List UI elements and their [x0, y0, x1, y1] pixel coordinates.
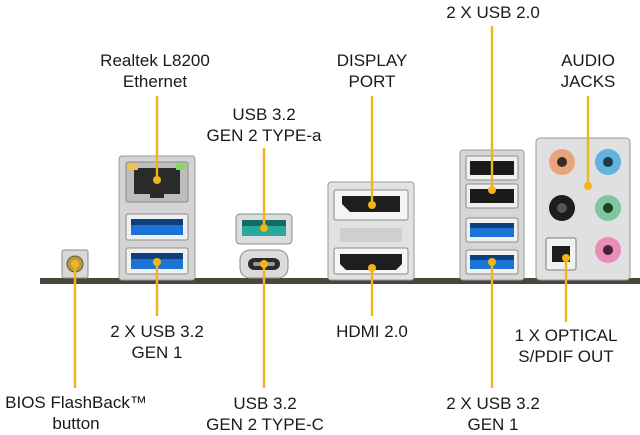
usb-gen1-left-label-line-2: GEN 1 [131, 343, 183, 362]
bios-flashback-label-line-1: BIOS FlashBack™ [5, 393, 147, 412]
displayport-label-line-2: PORT [348, 72, 396, 91]
displayport-leader-dot [368, 201, 376, 209]
ethernet-label-line-1: Realtek L8200 [100, 51, 210, 70]
audio-jacks-label-line-2: JACKS [560, 72, 616, 91]
bios-flashback-label-line-2: button [52, 414, 100, 433]
displayport-label: DISPLAY PORT [316, 50, 428, 92]
usb-gen2-typea-leader-dot [260, 224, 268, 232]
audio-jacks-illustration [535, 137, 631, 281]
usb-right-stack-illustration [459, 149, 525, 281]
usb-gen1-left-label: 2 X USB 3.2 GEN 1 [92, 321, 222, 363]
usb-gen1-right-label: 2 X USB 3.2 GEN 1 [428, 393, 558, 435]
usb-gen2-typec-label: USB 3.2 GEN 2 TYPE-C [196, 393, 334, 435]
ethernet-label-line-2: Ethernet [122, 72, 188, 91]
optical-leader-dot [562, 254, 570, 262]
displayport-hdmi-stack-illustration [327, 181, 415, 281]
audio-jacks-leader-dot [584, 182, 592, 190]
hdmi-leader-dot [368, 264, 376, 272]
optical-label: 1 X OPTICAL S/PDIF OUT [494, 325, 638, 367]
usb-gen1-right-label-line-1: 2 X USB 3.2 [446, 394, 540, 413]
usb-gen2-typea-label: USB 3.2 GEN 2 TYPE-a [186, 104, 342, 146]
usb20-leader-dot [488, 186, 496, 194]
hdmi-label: HDMI 2.0 [316, 321, 428, 342]
bios-flashback-label: BIOS FlashBack™ button [0, 392, 152, 434]
bios-flashback-leader-dot [71, 260, 79, 268]
optical-label-line-2: S/PDIF OUT [518, 347, 614, 366]
usb-gen2-typea-label-line-2: GEN 2 TYPE-a [206, 126, 322, 145]
usb-gen2-typec-label-line-1: USB 3.2 [233, 394, 297, 413]
audio-jacks-label: AUDIO JACKS [540, 50, 636, 92]
usb-gen1-left-label-line-1: 2 X USB 3.2 [110, 322, 204, 341]
usb-gen2-typec-label-line-2: GEN 2 TYPE-C [206, 415, 324, 434]
usb-gen1-left-leader-dot [153, 258, 161, 266]
displayport-label-line-1: DISPLAY [336, 51, 408, 70]
usb20-label-line-1: 2 X USB 2.0 [446, 3, 540, 22]
audio-jacks-label-line-1: AUDIO [561, 51, 615, 70]
motherboard-edge [40, 278, 640, 284]
ethernet-leader-dot [153, 176, 161, 184]
usb-gen2-typea-label-line-1: USB 3.2 [232, 105, 296, 124]
usb-gen1-right-leader-dot [488, 258, 496, 266]
ethernet-label: Realtek L8200 Ethernet [80, 50, 230, 92]
usb-gen1-right-label-line-2: GEN 1 [467, 415, 519, 434]
usb20-label: 2 X USB 2.0 [428, 2, 558, 23]
optical-label-line-1: 1 X OPTICAL [514, 326, 618, 345]
hdmi-label-line-1: HDMI 2.0 [336, 322, 408, 341]
usb-gen2-typec-leader-dot [260, 260, 268, 268]
